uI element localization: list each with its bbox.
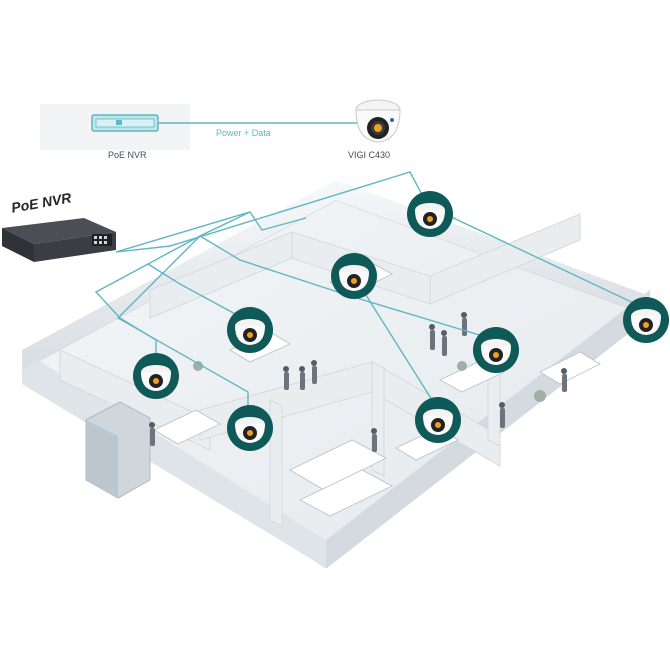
vigi-camera-icon	[355, 99, 401, 143]
camera-6-icon[interactable]	[133, 353, 179, 399]
camera-5-icon[interactable]	[473, 327, 519, 373]
camera-8-icon[interactable]	[227, 405, 273, 451]
camera-7-icon[interactable]	[415, 397, 461, 443]
camera-3-icon[interactable]	[623, 297, 669, 343]
camera-markers	[133, 191, 669, 451]
poe-nvr-device-icon	[2, 218, 116, 262]
power-data-label: Power + Data	[216, 128, 271, 138]
camera-model-label: VIGI C430	[348, 150, 391, 160]
camera-1-icon[interactable]	[407, 191, 453, 237]
camera-2-icon[interactable]	[331, 253, 377, 299]
camera-cabling	[94, 171, 641, 428]
nvr-device-icon	[91, 114, 159, 132]
office-floorplan	[21, 180, 652, 569]
nvr-label: PoE NVR	[108, 150, 147, 160]
topology-strip	[40, 99, 401, 150]
camera-4-icon[interactable]	[227, 307, 273, 353]
